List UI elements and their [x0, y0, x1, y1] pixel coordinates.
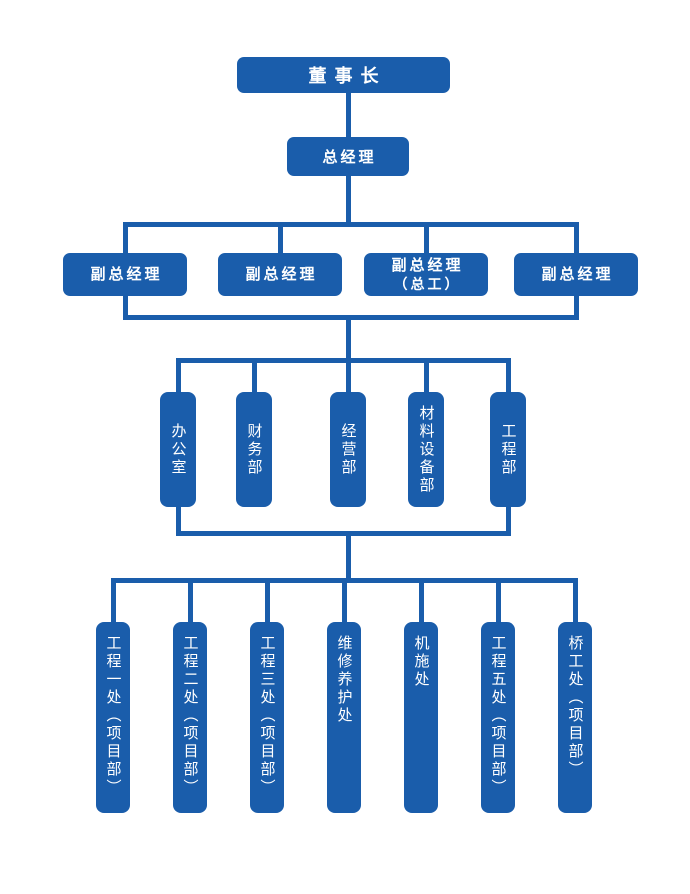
deputy-gm-label-1: 副总经理	[90, 265, 163, 283]
dept-box-engineering: 工程部	[490, 392, 526, 507]
connector-l3-drop-2	[278, 222, 283, 254]
chairman-box: 董事长	[237, 57, 450, 93]
deputy-gm-box-4: 副总经理	[514, 253, 638, 296]
dept-label-finance: 财务部	[245, 422, 263, 477]
unit-box-7: 桥工处（项目部）	[558, 622, 592, 813]
connector-l5-drop-4	[342, 578, 347, 623]
unit-box-6: 工程五处（项目部）	[481, 622, 515, 813]
connector-l4-drop-2	[252, 358, 257, 393]
dept-box-materials-equipment: 材料设备部	[408, 392, 444, 507]
deputy-gm-label-3: 副总经理	[391, 256, 464, 274]
dept-label-operations: 经营部	[339, 422, 357, 477]
unit-label-1: 工程一处（项目部）	[104, 635, 122, 797]
unit-label-5: 机施处	[412, 635, 430, 689]
connector-l5-drop-5	[419, 578, 424, 623]
chairman-label: 董事长	[308, 66, 387, 86]
connector-l4-top-hline	[176, 358, 511, 363]
unit-box-3: 工程三处（项目部）	[250, 622, 284, 813]
connector-l4-drop-4	[424, 358, 429, 393]
connector-l5-drop-7	[573, 578, 578, 623]
unit-label-7: 桥工处（项目部）	[566, 635, 584, 779]
unit-label-4: 维修养护处	[335, 635, 353, 725]
connector-l3-center-drop	[346, 315, 351, 363]
dept-box-finance: 财务部	[236, 392, 272, 507]
connector-l4-center-drop	[346, 531, 351, 583]
unit-label-3: 工程三处（项目部）	[258, 635, 276, 797]
general-manager-label: 总经理	[322, 149, 377, 166]
dept-label-materials-equipment: 材料设备部	[417, 404, 435, 495]
connector-l5-drop-2	[188, 578, 193, 623]
dept-box-operations: 经营部	[330, 392, 366, 507]
deputy-gm-box-1: 副总经理	[63, 253, 187, 296]
dept-box-office: 办公室	[160, 392, 196, 507]
connector-gm-down	[346, 175, 351, 224]
unit-box-4: 维修养护处	[327, 622, 361, 813]
deputy-gm-box-3: 副总经理 （总工）	[364, 253, 488, 296]
connector-l5-drop-3	[265, 578, 270, 623]
deputy-gm-box-2: 副总经理	[218, 253, 342, 296]
deputy-gm-label-4: 副总经理	[541, 265, 614, 283]
deputy-gm-label-2: 副总经理	[245, 265, 318, 283]
connector-l3-drop-4	[574, 222, 579, 254]
connector-l5-drop-1	[111, 578, 116, 623]
connector-l3-bottom-hline	[123, 315, 579, 320]
connector-l3-rise-right	[574, 295, 579, 320]
connector-l4-rise-left	[176, 506, 181, 536]
dept-label-office: 办公室	[169, 422, 187, 477]
unit-label-2: 工程二处（项目部）	[181, 635, 199, 797]
general-manager-box: 总经理	[287, 137, 409, 176]
connector-l3-top-hline	[123, 222, 579, 227]
connector-l3-drop-3	[424, 222, 429, 254]
dept-label-engineering: 工程部	[499, 422, 517, 477]
connector-l3-drop-1	[123, 222, 128, 254]
connector-l3-rise-left	[123, 295, 128, 320]
connector-l4-drop-1	[176, 358, 181, 393]
connector-l4-drop-5	[506, 358, 511, 393]
connector-l4-drop-3	[346, 358, 351, 393]
unit-box-2: 工程二处（项目部）	[173, 622, 207, 813]
connector-chairman-gm	[346, 92, 351, 139]
unit-box-5: 机施处	[404, 622, 438, 813]
connector-l5-drop-6	[496, 578, 501, 623]
connector-l4-bottom-hline	[176, 531, 511, 536]
unit-box-1: 工程一处（项目部）	[96, 622, 130, 813]
connector-l4-rise-right	[506, 506, 511, 536]
unit-label-6: 工程五处（项目部）	[489, 635, 507, 797]
deputy-gm-sublabel-3: （总工）	[393, 276, 462, 293]
